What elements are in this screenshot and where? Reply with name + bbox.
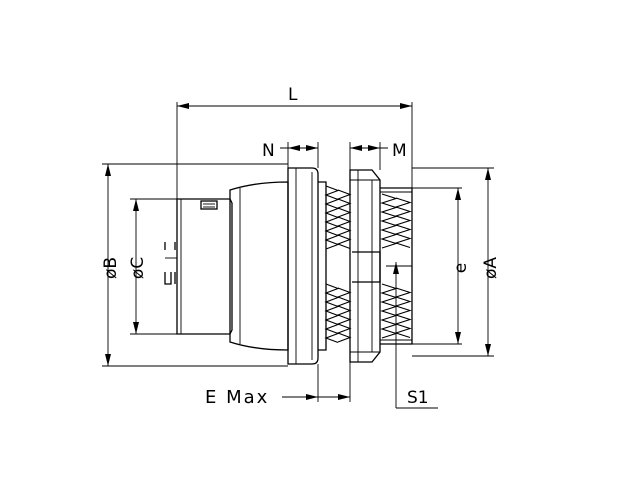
thread-front-upper-left: [380, 193, 398, 249]
label-diameter-B: øB: [101, 257, 121, 279]
thread-neck-lower-right: [336, 287, 352, 343]
label-diameter-C: øC: [128, 257, 148, 279]
thread-front-upper-right: [394, 197, 412, 249]
thread-front-lower-right: [394, 287, 412, 339]
thread-neck-upper-left: [324, 185, 340, 250]
label-S1: S1: [407, 388, 429, 408]
label-M: M: [392, 141, 407, 161]
label-E-max: E Max: [205, 387, 269, 408]
connector-body: [164, 167, 413, 365]
dimension-lines: [102, 102, 494, 409]
thread-pattern: [324, 185, 412, 344]
label-e: e: [451, 263, 471, 273]
thread-neck-upper-right: [336, 189, 352, 250]
label-L: L: [288, 85, 298, 105]
thread-neck-lower-left: [324, 283, 340, 344]
label-N: N: [262, 141, 275, 161]
label-diameter-A: øA: [481, 257, 501, 279]
thread-front-lower-left: [380, 283, 398, 339]
